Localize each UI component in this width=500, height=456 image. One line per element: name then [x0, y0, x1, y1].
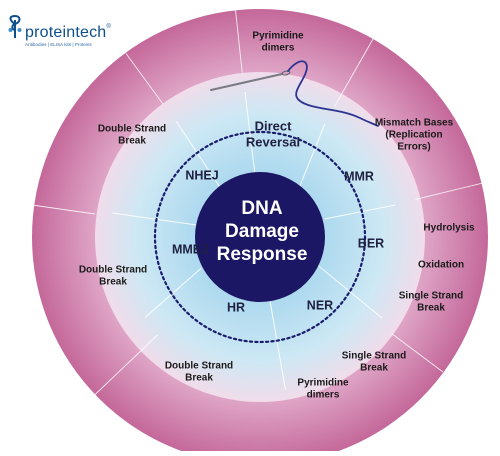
damage-single-strand-break-ber-line: Single Strand	[399, 291, 463, 302]
damage-single-strand-break-ner-line: Break	[360, 363, 388, 374]
pathway-ner: NER	[307, 298, 333, 312]
damage-hydrolysis-line: Hydrolysis	[423, 223, 475, 234]
damage-single-strand-break-ner-line: Single Strand	[342, 351, 406, 362]
pathway-ber-line: BER	[358, 236, 384, 250]
pathway-mmej: MMEJ	[172, 242, 208, 256]
pathway-mmr-line: MMR	[344, 169, 374, 183]
pathway-ner-line: NER	[307, 298, 333, 312]
damage-pyrimidine-dimers-bottom-line: dimers	[307, 390, 340, 401]
damage-double-strand-break-nhej-line: Double Strand	[98, 124, 166, 135]
logo-name: proteintech®	[25, 24, 111, 42]
damage-double-strand-break-mmej-line: Break	[99, 277, 127, 288]
logo-registered: ®	[106, 24, 111, 30]
damage-mismatch-bases-line: Mismatch Bases	[375, 118, 454, 129]
center-title-line: Response	[217, 244, 308, 265]
center-title-line: Damage	[225, 221, 299, 242]
damage-single-strand-break-ber-line: Break	[417, 303, 445, 314]
logo-tagline: Antibodies | ELISA kits | Proteins	[25, 42, 92, 47]
damage-mismatch-bases-line: Errors)	[397, 142, 430, 153]
damage-mismatch-bases-line: (Replication	[385, 130, 442, 141]
inner-dividers	[112, 91, 396, 391]
pathway-ber: BER	[358, 236, 384, 250]
core-circle	[195, 172, 325, 302]
needle-and-thread-icon	[210, 60, 379, 127]
pathway-hr: HR	[227, 300, 245, 314]
logo-name-text: proteintech	[25, 24, 107, 41]
damage-double-strand-break-mmej-line: Double Strand	[79, 265, 147, 276]
proteintech-logo: proteintech® Antibodies | ELISA kits | P…	[5, 8, 125, 54]
damage-pyrimidine-dimers-bottom-line: Pyrimidine	[297, 378, 349, 389]
damage-double-strand-break-hr-line: Double Strand	[165, 361, 233, 372]
damage-oxidation-line: Oxidation	[418, 260, 464, 271]
outer-dividers	[31, 0, 490, 397]
proteintech-logo-icon	[8, 14, 22, 38]
pathway-nhej-line: NHEJ	[185, 168, 218, 182]
center-title-line: DNA	[241, 198, 282, 219]
damage-double-strand-break-hr-line: Break	[185, 373, 213, 384]
pathway-mmr: MMR	[344, 169, 374, 183]
pathway-mmej-line: MMEJ	[172, 242, 208, 256]
pathway-direct-reversal-line: Direct	[255, 118, 293, 133]
pathway-direct-reversal-line: Reversal	[246, 134, 300, 149]
pathway-nhej: NHEJ	[185, 168, 218, 182]
damage-pyrimidine-dimers-top-line: Pyrimidine	[252, 31, 304, 42]
damage-oxidation: Oxidation	[418, 260, 464, 271]
dotted-boundary	[153, 130, 367, 344]
damage-hydrolysis: Hydrolysis	[423, 223, 475, 234]
pathway-hr-line: HR	[227, 300, 245, 314]
damage-double-strand-break-nhej-line: Break	[118, 136, 146, 147]
damage-pyrimidine-dimers-top-line: dimers	[262, 43, 295, 54]
